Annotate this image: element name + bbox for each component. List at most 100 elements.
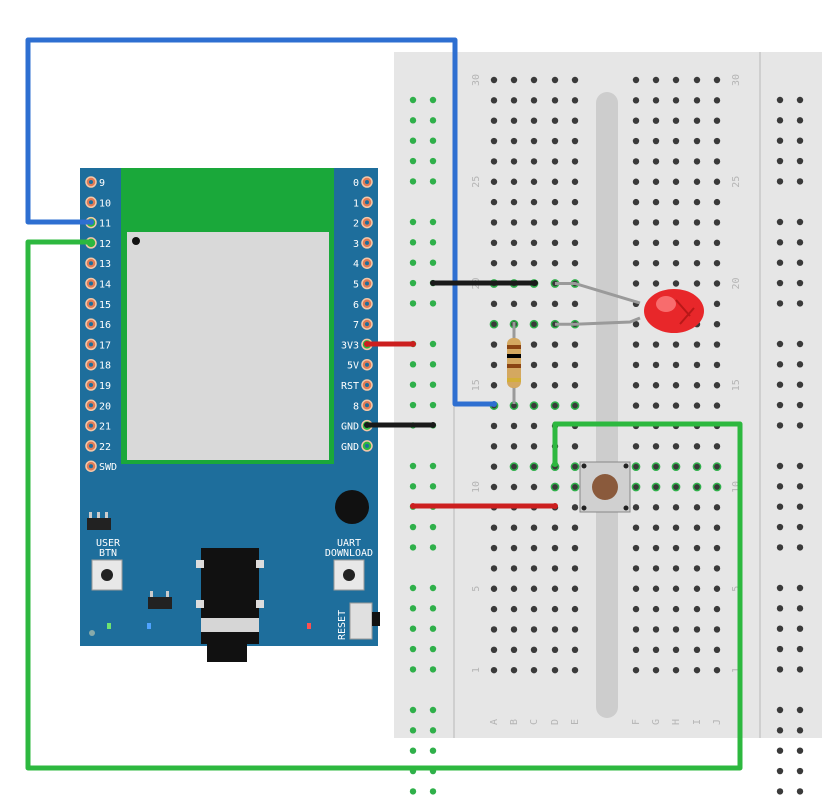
- uart-download-button[interactable]: [333, 559, 365, 591]
- breadboard-hole: [510, 178, 518, 185]
- breadboard-hole: [530, 321, 538, 328]
- breadboard-hole: [693, 605, 701, 613]
- board-pin-17[interactable]: 17: [85, 338, 111, 351]
- blue-wire-end: [88, 219, 94, 225]
- board-pin-18[interactable]: 18: [85, 358, 111, 372]
- breadboard-hole: [632, 666, 640, 674]
- breadboard-hole: [510, 646, 518, 653]
- breadboard-hole: [530, 544, 538, 552]
- board-pin-1[interactable]: 1: [353, 196, 373, 209]
- rail-hole: [796, 178, 804, 185]
- board-pin-13[interactable]: 13: [85, 257, 111, 270]
- breadboard-hole: [713, 219, 721, 226]
- board-pin-label: 3V3: [341, 340, 359, 351]
- breadboard-hole: [632, 76, 640, 84]
- push-button[interactable]: [579, 461, 631, 513]
- breadboard-hole: [551, 97, 559, 104]
- breadboard-hole: [672, 524, 680, 531]
- breadboard-hole: [530, 178, 538, 185]
- breadboard-hole: [652, 239, 660, 246]
- breadboard-hole-active: [631, 482, 641, 492]
- row-number-label: 10: [471, 481, 482, 493]
- rail-hole: [429, 117, 437, 124]
- green-wire: [25, 239, 743, 771]
- board-pin-9[interactable]: 9: [85, 176, 105, 189]
- breadboard-hole: [571, 443, 579, 450]
- board-pin-14[interactable]: 14: [85, 277, 111, 291]
- board-pin-4[interactable]: 4: [353, 257, 373, 270]
- rail-hole: [796, 259, 804, 266]
- breadboard-hole: [672, 97, 680, 104]
- board-pin-gnd-2[interactable]: GND: [341, 440, 373, 453]
- breadboard-hole: [490, 239, 498, 246]
- board-pin-19[interactable]: 19: [85, 379, 111, 392]
- breadboard-hole: [490, 137, 498, 145]
- breadboard-hole: [551, 341, 559, 348]
- breadboard-hole: [530, 97, 538, 104]
- board-pin-swd[interactable]: SWD: [85, 460, 117, 473]
- row-number-label: 15: [471, 379, 482, 391]
- board-pin-21[interactable]: 21: [85, 419, 111, 433]
- reset-switch[interactable]: [349, 602, 380, 640]
- breadboard-hole: [713, 97, 721, 104]
- breadboard-hole: [551, 178, 559, 185]
- breadboard-hole: [693, 280, 701, 287]
- breadboard-hole: [652, 565, 660, 572]
- breadboard-hole: [693, 178, 701, 185]
- breadboard-hole: [672, 463, 680, 470]
- board-pin-label: 7: [353, 320, 359, 331]
- board-pin-3[interactable]: 3: [353, 237, 373, 250]
- board-pin-2[interactable]: 2: [353, 216, 373, 230]
- rail-hole: [796, 544, 804, 551]
- board-pin-0[interactable]: 0: [353, 176, 373, 189]
- breadboard-hole: [652, 605, 660, 613]
- breadboard-hole: [510, 117, 518, 124]
- breadboard-hole: [713, 483, 721, 491]
- board-pin-16[interactable]: 16: [85, 318, 111, 331]
- board-pin-5v[interactable]: 5V: [347, 358, 373, 372]
- breadboard-hole-active: [712, 482, 722, 492]
- breadboard-hole: [713, 382, 721, 389]
- board-pin-10[interactable]: 10: [85, 196, 111, 209]
- user-button[interactable]: [91, 559, 123, 591]
- breadboard-hole: [551, 219, 559, 226]
- rail-hole: [409, 727, 417, 734]
- breadboard-hole: [530, 605, 538, 613]
- board-pin-6[interactable]: 6: [353, 298, 373, 311]
- breadboard-hole: [713, 178, 721, 185]
- board-pin-rst[interactable]: RST: [341, 379, 373, 392]
- black-wire-led-end: [532, 280, 538, 286]
- breadboard-hole: [632, 361, 640, 369]
- breadboard-hole: [652, 97, 660, 104]
- breadboard-hole: [652, 585, 660, 592]
- reset-label: RESET: [337, 610, 348, 640]
- breadboard-hole: [551, 402, 559, 409]
- breadboard-hole: [672, 239, 680, 246]
- breadboard-hole: [510, 666, 518, 674]
- breadboard-hole: [551, 626, 559, 633]
- breadboard-hole: [713, 341, 721, 348]
- board-pin-5[interactable]: 5: [353, 277, 373, 291]
- board-pin-8[interactable]: 8: [353, 399, 373, 412]
- board-pin-22[interactable]: 22: [85, 440, 111, 453]
- breadboard-hole: [490, 524, 498, 531]
- breadboard-hole: [490, 646, 498, 653]
- rail-hole: [429, 645, 437, 653]
- rail-hole: [409, 117, 417, 124]
- breadboard-hole: [713, 605, 721, 613]
- rail-hole: [429, 178, 437, 185]
- board-pin-15[interactable]: 15: [85, 298, 111, 311]
- breadboard-hole: [490, 382, 498, 389]
- rail-hole: [796, 401, 804, 409]
- rail-hole: [776, 767, 784, 775]
- board-pin-7[interactable]: 7: [353, 318, 373, 331]
- usb-connector: [196, 548, 264, 662]
- breadboard-hole: [713, 443, 721, 450]
- rail-hole: [776, 239, 784, 246]
- breadboard-hole: [530, 463, 538, 470]
- breadboard-hole: [571, 382, 579, 389]
- breadboard-hole: [672, 76, 680, 84]
- board-pin-20[interactable]: 20: [85, 399, 111, 412]
- breadboard-hole: [632, 443, 640, 450]
- breadboard-hole: [530, 117, 538, 124]
